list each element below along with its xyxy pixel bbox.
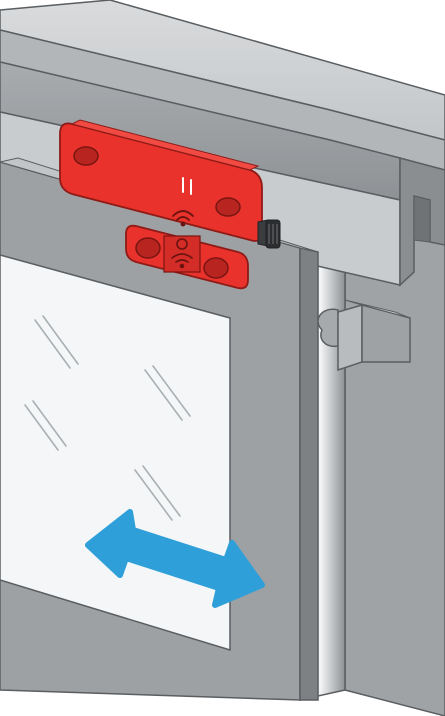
sensor-led-marks <box>182 177 192 195</box>
safety-sensor <box>59 119 281 290</box>
sensor-screw-hole-left <box>73 146 99 166</box>
bracket-arm-top <box>344 299 411 319</box>
rail-channel-inner <box>413 195 431 243</box>
rail-upper-face <box>0 29 445 171</box>
sensor-cable-connector <box>257 219 281 249</box>
sensor-head-wifi-icon <box>171 238 193 269</box>
sensor-body <box>59 122 263 242</box>
rail-top-surface <box>0 0 445 141</box>
glass-reflection-lines <box>24 315 191 521</box>
fixed-frame-face <box>344 229 445 716</box>
actuator-bracket <box>317 299 411 372</box>
sensor-wifi-icon <box>172 210 194 227</box>
bracket-plate <box>337 304 363 372</box>
door-frame-side <box>299 247 319 701</box>
fixed-frame <box>299 229 445 716</box>
glass-pane <box>0 254 231 652</box>
motion-arrow <box>85 509 265 608</box>
sensor-screw-hole-right <box>215 197 241 217</box>
sensor-head-pad-left <box>135 237 161 259</box>
sensor-head-pad-right <box>203 257 229 279</box>
sensor-body-top-edge <box>70 119 260 171</box>
double-arrow-icon <box>85 509 265 608</box>
